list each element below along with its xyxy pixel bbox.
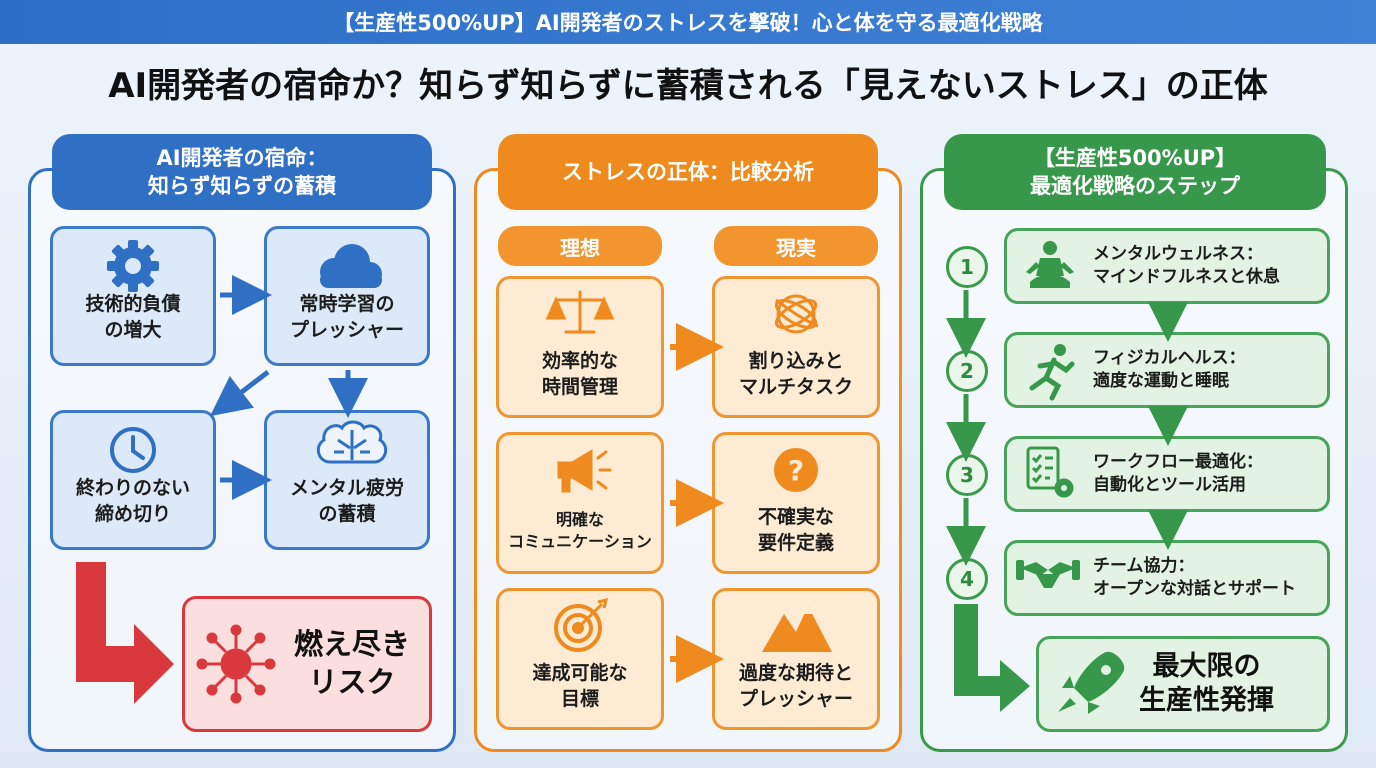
ideal-label: 理想 (498, 226, 662, 266)
step-number-4: 4 (946, 558, 988, 600)
step-number-3: 3 (946, 454, 988, 496)
ideal-card-time-management: 効率的な 時間管理 (496, 276, 664, 418)
left-card-endless-deadlines: 終わりのない 締め切り (50, 410, 216, 550)
reality-label: 現実 (714, 226, 878, 266)
left-card-learning-pressure: 常時学習の プレッシャー (264, 226, 430, 366)
goal-card-max-productivity: 最大限の 生産性発揮 (1036, 636, 1330, 732)
left-panel-title: AI開発者の宿命： 知らず知らずの蓄積 (52, 134, 432, 210)
reality-card-uncertain-requirements: 不確実な 要件定義 (712, 432, 880, 574)
reality-card-excessive-expectations: 過度な期待と プレッシャー (712, 588, 880, 730)
burnout-risk-card: 燃え尽き リスク (182, 596, 432, 732)
step-card-team-collaboration: チーム協力： オープンな対話とサポート (1004, 540, 1330, 616)
top-banner: 【生産性500%UP】AI開発者のストレスを撃破！心と体を守る最適化戦略 (0, 0, 1376, 44)
middle-panel-title: ストレスの正体：比較分析 (498, 134, 878, 210)
left-card-mental-fatigue: メンタル疲労 の蓄積 (264, 410, 430, 550)
right-panel-title: 【生産性500%UP】 最適化戦略のステップ (944, 134, 1326, 210)
ideal-card-achievable-goals: 達成可能な 目標 (496, 588, 664, 730)
step-card-workflow-optimization: ワークフロー最適化： 自動化とツール活用 (1004, 436, 1330, 512)
ideal-card-communication: 明確な コミュニケーション (496, 432, 664, 574)
step-number-1: 1 (946, 246, 988, 288)
step-card-physical-health: フィジカルヘルス： 適度な運動と睡眠 (1004, 332, 1330, 408)
step-card-mental-wellness: メンタルウェルネス： マインドフルネスと休息 (1004, 228, 1330, 304)
left-card-tech-debt: 技術的負債 の増大 (50, 226, 216, 366)
page-headline: AI開発者の宿命か？知らず知らずに蓄積される「見えないストレス」の正体 (108, 65, 1268, 106)
step-number-2: 2 (946, 350, 988, 392)
reality-card-interruptions: 割り込みと マルチタスク (712, 276, 880, 418)
